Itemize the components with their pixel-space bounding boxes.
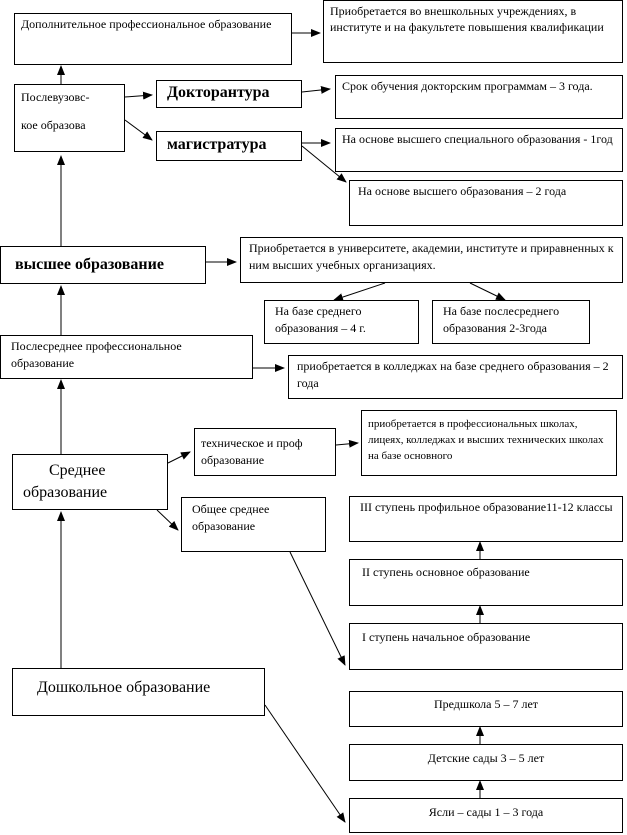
arrow-doshkol-to-yasli	[264, 704, 346, 823]
node-predshkola: Предшкола 5 – 7 лет	[349, 691, 623, 727]
node-tech-prof-desc: приобретается в профессиональных школах,…	[361, 410, 617, 476]
node-vysshee-desc: Приобретается в университете, академии, …	[240, 237, 623, 283]
node-doktorantura-desc: Срок обучения докторским программам – 3 …	[335, 75, 623, 119]
arrow-srednee-to-obshee	[156, 509, 179, 531]
arrow-obshee-to-stupen1	[289, 551, 346, 666]
node-stupen2: II ступень основное образование	[349, 559, 623, 606]
node-doktorantura: Докторантура	[156, 80, 302, 108]
node-magistratura-text: магистратура	[167, 136, 267, 153]
node-vysshee-base-poslesred-text: На базе послесреднего образования 2-3год…	[443, 304, 560, 335]
node-stupen2-text: II ступень основное образование	[362, 565, 530, 579]
node-poslevuz: Послевузовс- кое образова	[14, 84, 125, 152]
node-poslesred-text: Послесреднее профессиональное образовани…	[11, 339, 182, 370]
node-stupen1-text: I ступень начальное образование	[362, 630, 531, 644]
node-poslesred-desc: приобретается в колледжах на базе средне…	[288, 355, 623, 399]
node-stupen1: I ступень начальное образование	[349, 623, 623, 670]
node-mag-higher-text: На основе высшего образования – 2 года	[358, 184, 567, 198]
node-srednee: Среднее образование	[12, 454, 168, 510]
node-tech-prof-text: техническое и проф образование	[201, 436, 303, 467]
node-poslevuz-line2: кое образова	[21, 118, 86, 132]
node-detsad-text: Детские сады 3 – 5 лет	[427, 751, 545, 765]
arrow-desc-to-base-poslesred	[469, 282, 506, 301]
node-obshee-sred: Общее среднее образование	[181, 497, 326, 552]
node-stupen3: III ступень профильное образование11-12 …	[349, 496, 623, 542]
node-vysshee-base-poslesred: На базе послесреднего образования 2-3год…	[432, 300, 590, 344]
arrow-srednee-to-tech	[167, 451, 191, 464]
node-dop-prof-text: Дополнительное профессиональное образова…	[21, 17, 272, 31]
node-detsad: Детские сады 3 – 5 лет	[349, 744, 623, 781]
node-doshkol-text: Дошкольное образование	[37, 679, 211, 696]
node-vysshee: высшее образование	[0, 246, 206, 284]
node-tech-prof-desc-text: приобретается в профессиональных школах,…	[368, 418, 604, 462]
node-doshkol: Дошкольное образование	[12, 668, 265, 716]
node-tech-prof: техническое и проф образование	[194, 428, 336, 476]
arrow-magistratura-to-higher	[301, 145, 347, 183]
node-stupen3-text: III ступень профильное образование11-12 …	[360, 500, 613, 514]
node-vysshee-text: высшее образование	[15, 256, 164, 273]
node-dop-prof: Дополнительное профессиональное образова…	[14, 13, 292, 65]
arrow-poslevuz-to-magistratura	[124, 119, 153, 141]
node-mag-higher: На основе высшего образования – 2 года	[349, 180, 623, 226]
node-doktorantura-desc-text: Срок обучения докторским программам – 3 …	[342, 79, 593, 93]
node-dop-prof-desc-text: Приобретается во внешкольных учреждениях…	[330, 4, 604, 34]
node-vysshee-base-sred-text: На базе среднего образования – 4 г.	[275, 304, 366, 335]
node-poslesred: Послесреднее профессиональное образовани…	[0, 335, 253, 379]
node-magistratura: магистратура	[156, 131, 302, 161]
node-yasli: Ясли – сады 1 – 3 года	[349, 798, 623, 833]
node-predshkola-text: Предшкола 5 – 7 лет	[433, 697, 539, 711]
node-obshee-sred-text: Общее среднее образование	[192, 502, 270, 533]
node-mag-special-text: На основе высшего специального образован…	[342, 132, 613, 146]
node-dop-prof-desc: Приобретается во внешкольных учреждениях…	[323, 0, 623, 63]
node-vysshee-desc-text: Приобретается в университете, академии, …	[249, 241, 614, 272]
node-mag-special: На основе высшего специального образован…	[335, 128, 623, 172]
node-poslevuz-line1: Послевузовс-	[21, 90, 90, 104]
arrow-desc-to-base-sred	[333, 282, 386, 301]
node-doktorantura-text: Докторантура	[167, 84, 270, 101]
arrow-poslevuz-to-doktorantura	[124, 91, 153, 100]
arrow-doktorantura-to-desc	[301, 85, 331, 94]
node-srednee-text: Среднее образование	[23, 462, 108, 501]
arrow-tech-to-desc	[335, 439, 359, 448]
node-yasli-text: Ясли – сады 1 – 3 года	[428, 805, 544, 819]
node-poslesred-desc-text: приобретается в колледжах на базе средне…	[297, 359, 609, 390]
node-vysshee-base-sred: На базе среднего образования – 4 г.	[264, 300, 419, 344]
